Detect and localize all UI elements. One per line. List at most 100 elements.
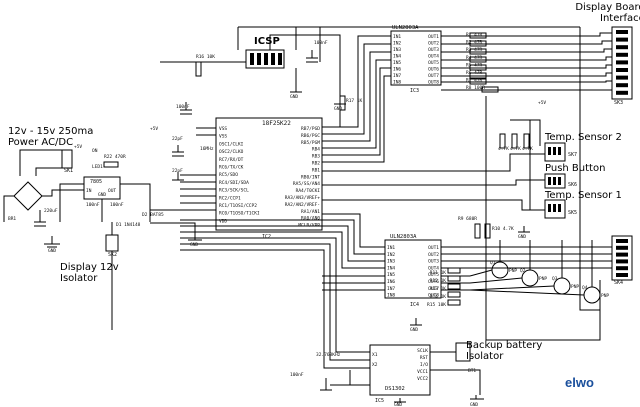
mcu-left-pin: OSC1/CLKI <box>219 141 244 147</box>
transistor-type: PNP <box>539 276 547 282</box>
mcu-left-pin: OSC2/CLKO <box>219 149 244 155</box>
battery-bt1: BT1 <box>468 368 476 374</box>
mcu-right-pin: RB3 <box>312 154 320 160</box>
mcu-right-pin: RB6/PGC <box>301 133 320 139</box>
resistor-top-label: R7 47R <box>466 78 483 84</box>
mcu-name: 18F25K22 <box>262 120 291 127</box>
uln-top-in-pin: IN3 <box>393 47 401 53</box>
sensor-pullup-label: 4.7K <box>498 146 509 152</box>
uln-bottom-ref: IC4 <box>410 302 419 308</box>
resistor-r10: R10 4.7K <box>492 226 514 232</box>
led-on-label: ON <box>92 148 98 154</box>
sensor-socket-pin <box>548 147 551 155</box>
uln-bottom-in-pin: IN2 <box>387 252 395 258</box>
sk3-pin <box>616 83 628 88</box>
mcu-left-pin: RC3/SCK/SCL <box>219 188 249 194</box>
backup-battery-label: Backup battery Isolator <box>466 340 542 362</box>
transistor-ref: Q3 <box>552 276 558 282</box>
temp-sensor-1-label: Temp. Sensor 1 <box>545 190 622 201</box>
plus5v-regulator: +5V <box>74 144 82 150</box>
regulator-name: 7805 <box>90 179 102 185</box>
uln-bottom-out-pin: OUT3 <box>428 259 439 265</box>
cap-c8: 22pF <box>172 168 183 174</box>
sensor-socket-pin <box>548 204 551 212</box>
rtc-right-pin: VCC1 <box>417 369 428 375</box>
resistor-bottom-label: R12 1K <box>430 278 447 284</box>
uln-bottom-in-pin: IN7 <box>387 286 395 292</box>
mcu-left-pin: VSS <box>219 126 227 132</box>
cap-c3: 100nF <box>110 202 124 208</box>
resistor-top-label: R5 47R <box>466 62 483 68</box>
uln-bottom-out-pin: OUT2 <box>428 252 439 258</box>
gnd-label: GND <box>470 402 478 407</box>
icsp-pin <box>271 53 275 65</box>
uln-bottom-out-pin: OUT5 <box>428 272 439 278</box>
mcu-right-pin: RA2/AN2/VREF- <box>285 202 320 208</box>
resistor-top-label: R3 47R <box>466 47 483 53</box>
sk3-pin <box>616 90 628 95</box>
uln-top-in-pin: IN4 <box>393 54 401 60</box>
transistor-ref: Q1 <box>490 260 496 266</box>
gnd-label: GND <box>394 402 402 407</box>
sk3-pin <box>616 52 628 57</box>
gnd-label: GND <box>410 327 418 333</box>
power-label: 12v - 15v 250ma Power AC/DC <box>8 126 93 148</box>
icsp-pin <box>278 53 282 65</box>
mcu-right-pin: RA5/SS/AN4 <box>293 181 320 187</box>
connector-sk1: SK1 <box>64 168 73 174</box>
mcu-left-pin: RC4/SDI/SDA <box>219 180 249 186</box>
resistor-r16: R16 10K <box>196 54 215 60</box>
icsp-pin <box>250 53 254 65</box>
uln-top-ref: IC3 <box>410 88 419 94</box>
mcu-left-pin: RC1/T1OSI/CCP2 <box>219 203 257 209</box>
sk4-pin <box>616 266 628 271</box>
cap-c6: 100nF <box>314 40 328 46</box>
backup-battery-line1: Backup battery <box>466 340 543 351</box>
uln-top-in-pin: IN8 <box>393 80 401 86</box>
connector-sk6: SK6 <box>568 182 577 188</box>
uln-top-out-pin: OUT7 <box>428 73 439 79</box>
rtc-name: DS1302 <box>385 386 405 392</box>
push-button-label: Push Button <box>545 163 606 174</box>
resistor-bottom-label: R15 10K <box>427 302 446 308</box>
sk4-pin <box>616 252 628 257</box>
transistor-ref: Q2 <box>520 268 526 274</box>
resistor-top-label: R2 47R <box>466 40 483 46</box>
regulator-pin-out: OUT <box>108 188 116 194</box>
connector-sk5: SK5 <box>568 210 577 216</box>
mcu-right-pin: RB7/PGD <box>301 126 320 132</box>
sensor-socket-pin <box>558 147 561 155</box>
transistor-ref: Q4 <box>582 285 588 291</box>
connector-sk4: SK4 <box>614 280 623 286</box>
sk3-pin <box>616 60 628 65</box>
mcu-right-pin: RB4 <box>312 147 320 153</box>
rtc-right-pin: VCC2 <box>417 376 428 382</box>
uln-top-out-pin: OUT2 <box>428 41 439 47</box>
mcu-right-pin: RA3/AN3/VREF+ <box>285 195 321 201</box>
uln-top-out-pin: OUT5 <box>428 60 439 66</box>
cap-c7: 100nF <box>290 372 304 378</box>
gnd-label: GND <box>190 242 198 248</box>
display-isolator-line2: Isolator <box>60 273 98 284</box>
uln-top-out-pin: OUT1 <box>428 34 439 40</box>
sk3-pin <box>616 75 628 80</box>
uln-top-out-pin: OUT3 <box>428 47 439 53</box>
temp-sensor-2-label: Temp. Sensor 2 <box>545 132 622 143</box>
connector-sk3: SK3 <box>614 100 623 106</box>
diode-d2: D2 BAT85 <box>142 212 164 218</box>
plus5v-mcu: +5V <box>150 126 158 132</box>
transistor-type: PNP <box>571 284 579 290</box>
power-label-line2: Power AC/DC <box>8 137 74 148</box>
mcu-right-pin: MCLR/VPP <box>298 223 320 229</box>
sk3-pin <box>616 37 628 42</box>
rtc-right-pin: RST <box>420 355 428 361</box>
mcu-right-pin: RB1 <box>312 167 320 173</box>
sk3-pin <box>616 68 628 72</box>
cap-c1: 220uF <box>44 208 58 214</box>
rtc-left-pin: X1 <box>372 352 378 358</box>
resistor-r17: R17 1K <box>346 98 363 104</box>
mcu-left-pin: RC6/TX/CK <box>219 165 244 171</box>
uln-top-name: ULN2803A <box>392 25 419 31</box>
rtc-left-pin: X2 <box>372 362 378 368</box>
